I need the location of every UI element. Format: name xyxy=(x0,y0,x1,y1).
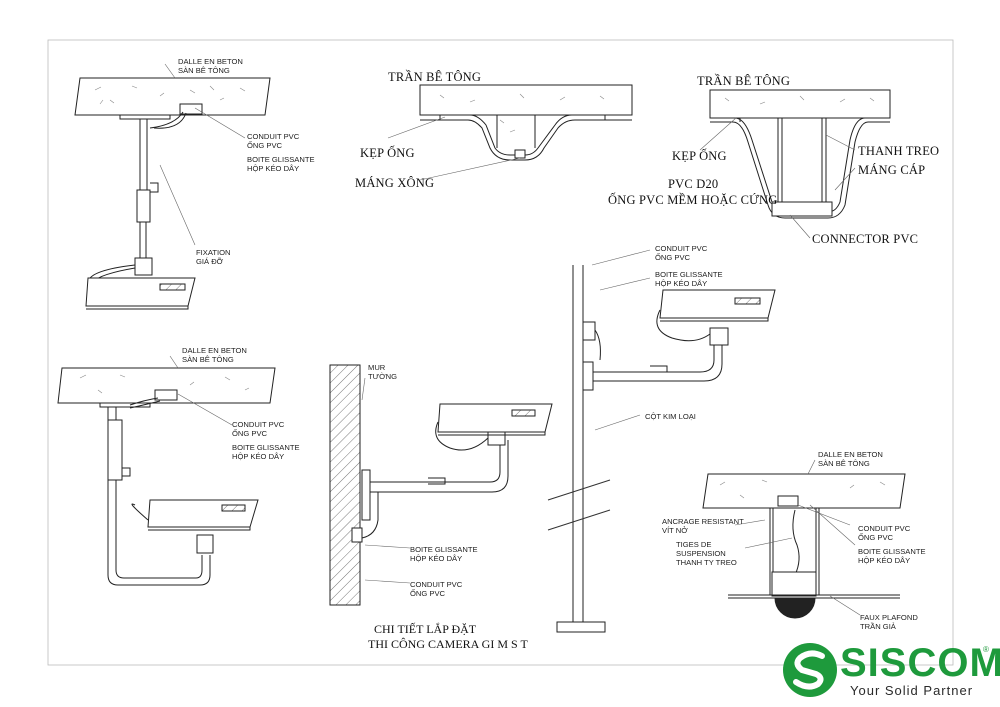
label-tran-1: TRẦN BÊ TÔNG xyxy=(388,70,482,84)
detail-ceiling-pendant xyxy=(74,77,271,310)
label-cot: CỘT KIM LOẠI xyxy=(645,412,696,421)
label-pvc-d20: PVC D20 xyxy=(668,177,719,191)
label-connector: CONNECTOR PVC xyxy=(812,232,919,246)
label-mang-xong: MÁNG XÔNG xyxy=(355,176,435,190)
label-ong-pvc-mem: ỐNG PVC MỀM HOẶC CỨNG xyxy=(608,193,778,207)
siscom-logo-icon xyxy=(783,643,837,697)
detail-ceiling-lbracket xyxy=(57,367,276,586)
label-kep-2: KẸP ỐNG xyxy=(672,149,727,163)
logo-tagline: Your Solid Partner xyxy=(850,683,974,698)
drawing-caption: CHI TIẾT LẮP ĐẶT THI CÔNG CAMERA GI M S … xyxy=(368,622,528,651)
detail-wall-mount xyxy=(329,364,553,606)
label-thanh-treo: THANH TREO xyxy=(858,144,940,158)
detail-pole-mount xyxy=(547,265,776,633)
drawing-frame xyxy=(47,39,954,666)
label-kep-1: KẸP ỐNG xyxy=(360,146,415,160)
label-tran-2: TRẦN BÊ TÔNG xyxy=(697,74,791,88)
detail-tray-1 xyxy=(419,84,633,161)
detail-tray-2 xyxy=(709,89,891,219)
leader-lines xyxy=(164,63,861,616)
detail-false-ceiling xyxy=(702,473,906,619)
logo-wordmark: SISCOM xyxy=(840,641,1000,685)
logo-registered: ® xyxy=(983,645,989,654)
label-mang-cap: MÁNG CÁP xyxy=(858,163,926,177)
